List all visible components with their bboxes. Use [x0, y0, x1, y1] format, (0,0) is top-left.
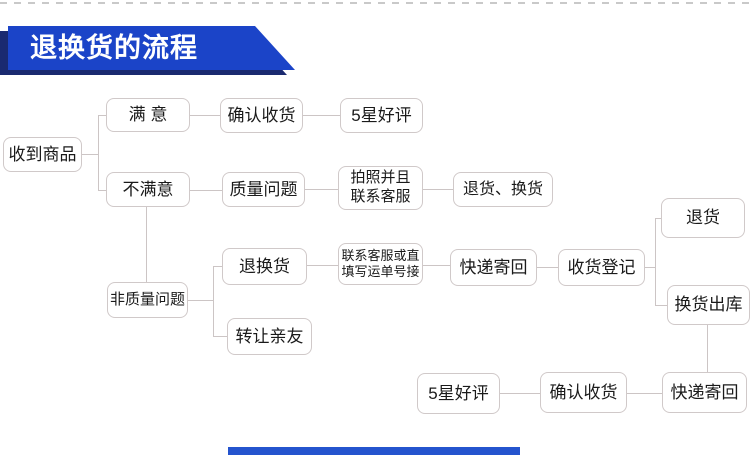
flow-node-photo-and-contact-service: 拍照并且联系客服 — [338, 166, 423, 210]
flow-connector — [213, 266, 222, 267]
flow-node-exchange-outbound: 换货出库 — [667, 285, 750, 325]
flow-node-label: 快递寄回 — [459, 257, 528, 277]
flow-node-label: 拍照并且 — [350, 169, 411, 187]
flow-node-label: 满 意 — [128, 105, 168, 125]
flow-node-five-star-review-bottom: 5星好评 — [417, 373, 500, 414]
flow-connector — [190, 115, 220, 116]
flow-node-courier-send-back-bottom: 快递寄回 — [662, 372, 747, 413]
flow-node-return-goods: 退货 — [661, 198, 745, 238]
flow-node-label: 非质量问题 — [109, 290, 185, 308]
flow-connector — [655, 218, 661, 219]
flow-node-label: 5星好评 — [428, 383, 489, 403]
page-title: 退换货的流程 — [30, 33, 198, 63]
flow-node-label: 退货 — [686, 208, 720, 228]
flow-node-label: 退货、换货 — [462, 180, 543, 198]
flow-connector — [303, 115, 340, 116]
flow-node-label: 填写运单号接 — [341, 264, 420, 279]
flow-connector — [423, 189, 453, 190]
flow-node-confirm-receipt-bottom: 确认收货 — [540, 372, 627, 413]
flow-node-label: 确认收货 — [227, 105, 296, 125]
flow-node-quality-issue: 质量问题 — [222, 172, 305, 207]
flow-node-satisfied: 满 意 — [106, 98, 190, 132]
flow-connector — [500, 393, 540, 394]
flow-connector — [146, 207, 147, 282]
flow-connector — [627, 393, 662, 394]
flow-connector — [537, 267, 558, 268]
flow-node-received-goods: 收到商品 — [3, 137, 82, 172]
flow-connector — [98, 190, 106, 191]
flow-node-label: 确认收货 — [549, 382, 618, 402]
flow-node-return-or-exchange: 退货、换货 — [453, 172, 553, 207]
flow-connector — [190, 190, 222, 191]
section-banner: 退换货的流程 — [8, 26, 295, 70]
flow-node-receipt-registration: 收货登记 — [558, 249, 645, 286]
flow-connector — [98, 115, 99, 191]
flow-node-unsatisfied: 不满意 — [106, 172, 190, 207]
flow-connector — [188, 300, 213, 301]
flow-connector — [423, 265, 450, 266]
flow-connector — [305, 189, 338, 190]
flow-node-non-quality-issue: 非质量问题 — [107, 282, 188, 318]
flow-node-label: 5星好评 — [351, 105, 412, 125]
flow-connector — [645, 267, 655, 268]
flow-connector — [655, 218, 656, 305]
flow-connector — [307, 265, 338, 266]
footer-bar — [228, 447, 520, 455]
flow-connector — [213, 336, 227, 337]
flow-node-courier-send-back-mid: 快递寄回 — [450, 249, 537, 286]
flow-node-label: 联系客服或直 — [341, 247, 420, 263]
flow-node-label: 换货出库 — [674, 295, 743, 315]
flow-node-label: 转让亲友 — [235, 326, 304, 346]
flow-connector — [82, 154, 98, 155]
flow-connector — [655, 305, 667, 306]
flow-node-five-star-review-top: 5星好评 — [340, 98, 423, 133]
flow-node-label: 快递寄回 — [670, 382, 739, 402]
flow-node-label: 退换货 — [239, 256, 290, 276]
flow-node-transfer-to-friends: 转让亲友 — [227, 318, 312, 355]
flow-connector — [213, 266, 214, 336]
flow-connector — [98, 115, 106, 116]
flow-node-return-exchange: 退换货 — [222, 248, 307, 285]
flow-node-label: 联系客服 — [350, 188, 411, 205]
flow-node-label: 收到商品 — [8, 144, 77, 164]
flow-node-label: 收货登记 — [567, 257, 636, 277]
flow-node-label: 不满意 — [122, 179, 174, 199]
flow-connector — [707, 325, 708, 372]
flow-node-confirm-receipt-top: 确认收货 — [220, 98, 303, 133]
flow-node-label: 质量问题 — [229, 179, 298, 199]
top-dashed-divider — [0, 2, 750, 4]
flow-node-contact-service-or-waybill: 联系客服或直填写运单号接 — [338, 243, 423, 285]
